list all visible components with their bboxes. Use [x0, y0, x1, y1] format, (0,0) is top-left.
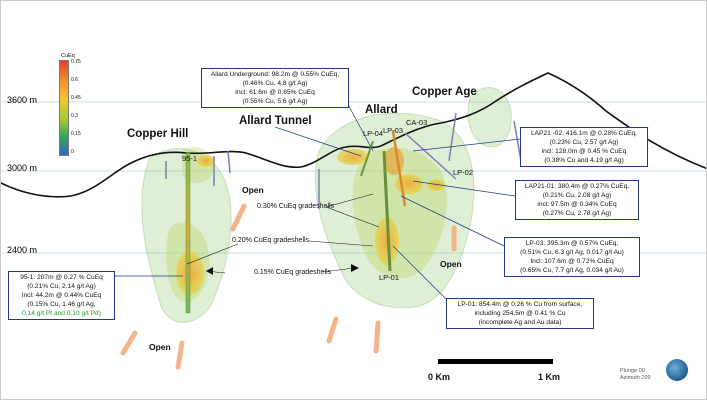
callout-line: incl: 128.0m @ 0.45 % CuEq: [541, 148, 627, 155]
callout-line: (0.21% Cu, 2.14 g/t Ag): [27, 283, 96, 290]
orientation-text: Plunge 00 Azimuth 209: [620, 368, 651, 382]
callout-line: Allard Underground: 98.2m @ 0.55% CuEq,: [210, 71, 340, 78]
elevation-label-3600: 3600 m: [7, 95, 38, 105]
elevation-label-2400: 2400 m: [7, 245, 38, 255]
plunge-label: Plunge 00: [620, 368, 645, 374]
legend-tick: 0.6: [71, 77, 78, 83]
callout-line: LP-01: 854.4m @ 0.26 % Cu from surface,: [457, 301, 583, 308]
callout-line: (0.46% Cu, 4.8 g/t Ag): [242, 80, 308, 87]
callout-line: (0.23% Cu, 2.57 g/t Ag): [549, 139, 619, 146]
callout-line: Incl: 44.2m @ 0.44% CuEq: [21, 292, 102, 299]
deposit-label-copper-age: Copper Age: [412, 86, 477, 98]
legend-tick: 0: [71, 149, 74, 155]
drill-holes: [165, 112, 522, 314]
hole-label-lp04: LP-04: [363, 129, 384, 138]
arrow-head-right: [351, 264, 359, 272]
scale-label-start: 0 Km: [428, 372, 451, 382]
callout-95-1: 95-1: 207m @ 0.27 % CuEq (0.21% Cu, 2.14…: [8, 271, 115, 320]
hole-label-lp02: LP-02: [453, 168, 474, 177]
callout-lap21-01: LAP21-01: 380.4m @ 0.27% CuEq, (0.21% Cu…: [515, 180, 639, 220]
gradeshell-label-020: 0.20% CuEq gradeshells: [232, 237, 310, 244]
callout-line: (incomplete Ag and Au data): [478, 319, 562, 326]
deposit-label-copper-hill: Copper Hill: [127, 128, 189, 140]
callout-line: incl: 97.5m @ 0.34% CuEq: [537, 201, 617, 208]
callout-line: Incl: 61.6m @ 0.65% CuEq: [235, 89, 315, 96]
callout-line: (0.65% Cu, 7.7 g/t Ag, 0.034 g/t Au): [520, 267, 624, 274]
legend-tick: 0.75: [71, 59, 81, 65]
callout-line: (0.38% Cu and 4.19 g/t Ag): [544, 157, 624, 164]
deposit-label-allard: Allard: [365, 104, 398, 116]
callout-lp-03: LP-03: 395.3m @ 0.57% CuEq, (0.51% Cu, 6…: [504, 237, 640, 277]
callout-line: (0.27% Cu, 2.78 g/t Ag): [542, 210, 612, 217]
gradeshell-leaders: [186, 193, 380, 274]
callout-line: (0.15% Cu, 1.46 g/t Ag,: [27, 301, 96, 308]
terrain-line: [1, 72, 706, 198]
globe-icon: [666, 359, 688, 381]
callout-allard-underground: Allard Underground: 98.2m @ 0.55% CuEq, …: [201, 68, 349, 108]
hole-label-lp03: LP-03: [383, 126, 404, 135]
hole-label-lp01: LP-01: [379, 273, 400, 282]
legend-color-bar: [59, 60, 69, 156]
arrow-head-left: [206, 267, 213, 275]
legend-tick: 0.3: [71, 113, 78, 119]
callout-line: (0.21% Cu, 2.08 g/t Ag): [542, 192, 612, 199]
legend-tick: 0.45: [71, 95, 81, 101]
deposit-label-allard-tunnel: Allard Tunnel: [239, 115, 312, 127]
open-label: Open: [149, 342, 171, 352]
callout-line: including 254.5m @ 0.41 % Cu: [474, 310, 566, 317]
callout-line: Incl: 107.6m @ 0.72% CuEq: [530, 258, 614, 265]
callout-lp-01: LP-01: 854.4m @ 0.26 % Cu from surface, …: [446, 298, 594, 329]
gradeshell-label-030: 0.30% CuEq gradeshells: [257, 203, 335, 210]
callout-lap21-02: LAP21 -02: 416.1m @ 0.28% CuEq, (0.23% C…: [520, 127, 648, 167]
azimuth-label: Azimuth 209: [620, 375, 651, 381]
callout-line: (0.51% Cu, 6.3 g/t Ag, 0.017 g/t Au): [520, 249, 624, 256]
callout-line: LAP21-01: 380.4m @ 0.27% CuEq,: [524, 183, 630, 190]
legend-tick: 0.15: [71, 131, 81, 137]
gradeshell-label-015: 0.15% CuEq gradeshells: [254, 269, 332, 276]
callout-line: 95-1: 207m @ 0.27 % CuEq: [20, 274, 103, 281]
callout-line-pgm: 0.14 g/t Pt and 0.10 g/t Pd): [22, 310, 101, 317]
open-arrows: [120, 203, 457, 370]
scale-bar: [438, 359, 553, 364]
callout-line: LP-03: 395.3m @ 0.57% CuEq,: [525, 240, 619, 247]
elevation-label-3000: 3000 m: [7, 163, 38, 173]
callout-line: LAP21 -02: 416.1m @ 0.28% CuEq,: [530, 130, 638, 137]
open-label: Open: [242, 185, 264, 195]
legend-title: CuEq: [61, 53, 75, 59]
hole-label-95-1: 95-1: [182, 154, 198, 163]
callout-line: (0.55% Cu, 5.6 g/t Ag): [242, 98, 308, 105]
scale-label-end: 1 Km: [538, 372, 561, 382]
open-label: Open: [440, 259, 462, 269]
hole-label-ca03: CA-03: [406, 118, 428, 127]
